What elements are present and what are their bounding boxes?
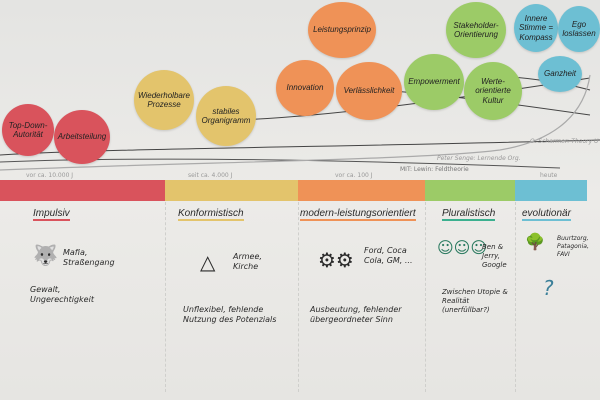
circle-label: Verlässlichkeit [343, 86, 395, 96]
phase-example: Armee, Kirche [233, 252, 262, 272]
phase-band-evolutionary [515, 180, 587, 201]
circle-label: Empowerment [408, 77, 460, 87]
circle-performance-principle: Leistungsprinzip [308, 2, 376, 58]
phase-example: Buurtzorg, Patagonia, FAVI [557, 235, 589, 258]
pyramid-icon: △ [200, 250, 216, 274]
phase-drawback: Unflexibel, fehlende Nutzung des Potenzi… [183, 305, 277, 325]
circle-division-of-labour: Arbeitsteilung [54, 110, 110, 164]
phase-example: Ben & Jerry, Google [482, 243, 507, 270]
phase-example: Mafia, Straßengang [63, 248, 115, 268]
phase-example: Ford, Coca Cola, GM, ... [364, 246, 413, 266]
phase-title: modern-leistungsorientiert [300, 208, 416, 221]
divider [298, 202, 299, 392]
trend-note-2: O. Scharmer: Theory U [530, 138, 599, 145]
circle-let-go-of-ego: Ego loslassen [558, 6, 600, 52]
circle-inner-voice: Innere Stimme = Kompass [514, 4, 558, 52]
phase-band-conformist [165, 180, 298, 201]
phase-drawback: Zwischen Utopie & Realität (unerfüllbar?… [442, 288, 508, 315]
phase-title: Pluralistisch [442, 208, 496, 221]
circle-label: Ganzheit [543, 69, 577, 79]
wolf-icon: 🐺 [33, 243, 58, 267]
circle-label: Arbeitsteilung [57, 132, 107, 142]
circle-innovation: Innovation [276, 60, 334, 116]
phase-title: evolutionär [522, 208, 571, 221]
circle-empowerment: Empowerment [404, 54, 464, 110]
phase-drawback: Ausbeutung, fehlender übergeordneter Sin… [310, 305, 402, 325]
circle-label: Ego loslassen [562, 19, 596, 38]
divider [165, 202, 166, 392]
circle-reliability: Verlässlichkeit [336, 62, 402, 120]
machine-gears-icon: ⚙⚙ [318, 248, 354, 272]
phase-band-pluralistic [425, 180, 515, 201]
phase-drawback: Gewalt, Ungerechtigkeit [30, 285, 94, 305]
circle-stakeholder-orientation: Stakeholder-Orientierung [446, 2, 506, 58]
circle-label: Top-Down-Autorität [8, 120, 48, 139]
tree-icon: 🌳 [525, 232, 545, 251]
circle-repeatable-processes: Wiederholbare Prozesse [134, 70, 194, 130]
circle-label: Wiederholbare Prozesse [138, 90, 190, 109]
divider [425, 202, 426, 392]
era-label: vor ca. 10.000 J [26, 172, 74, 179]
era-label: seit ca. 4.000 J [188, 172, 233, 179]
circle-label: Innovation [286, 83, 324, 93]
circle-top-down-authority: Top-Down-Autorität [2, 104, 54, 156]
circle-label: Werte-orientierte Kultur [475, 77, 511, 105]
people-group-icon: ☺☺☺ [437, 238, 488, 257]
circle-label: stabiles Organigramm [201, 106, 251, 125]
circle-label: Stakeholder-Orientierung [453, 20, 499, 39]
phase-title: Konformistisch [178, 208, 244, 221]
era-label: MIT: Lewin: Feldtheorie [400, 166, 469, 173]
trend-note: Peter Senge: Lernende Org. [437, 155, 521, 162]
phase-band-modern [298, 180, 425, 201]
phase-title: Impulsiv [33, 208, 70, 221]
phase-drawback: ? [543, 276, 554, 300]
divider [515, 202, 516, 392]
era-label: vor ca. 100 J [335, 172, 373, 179]
circle-wholeness: Ganzheit [538, 56, 582, 92]
circle-value-oriented-culture: Werte-orientierte Kultur [464, 62, 522, 120]
phase-band-impulsive [0, 180, 165, 201]
era-label: heute [540, 172, 558, 179]
circle-label: Innere Stimme = Kompass [518, 14, 553, 42]
circle-stable-org-chart: stabiles Organigramm [196, 86, 256, 146]
circle-label: Leistungsprinzip [313, 25, 371, 35]
